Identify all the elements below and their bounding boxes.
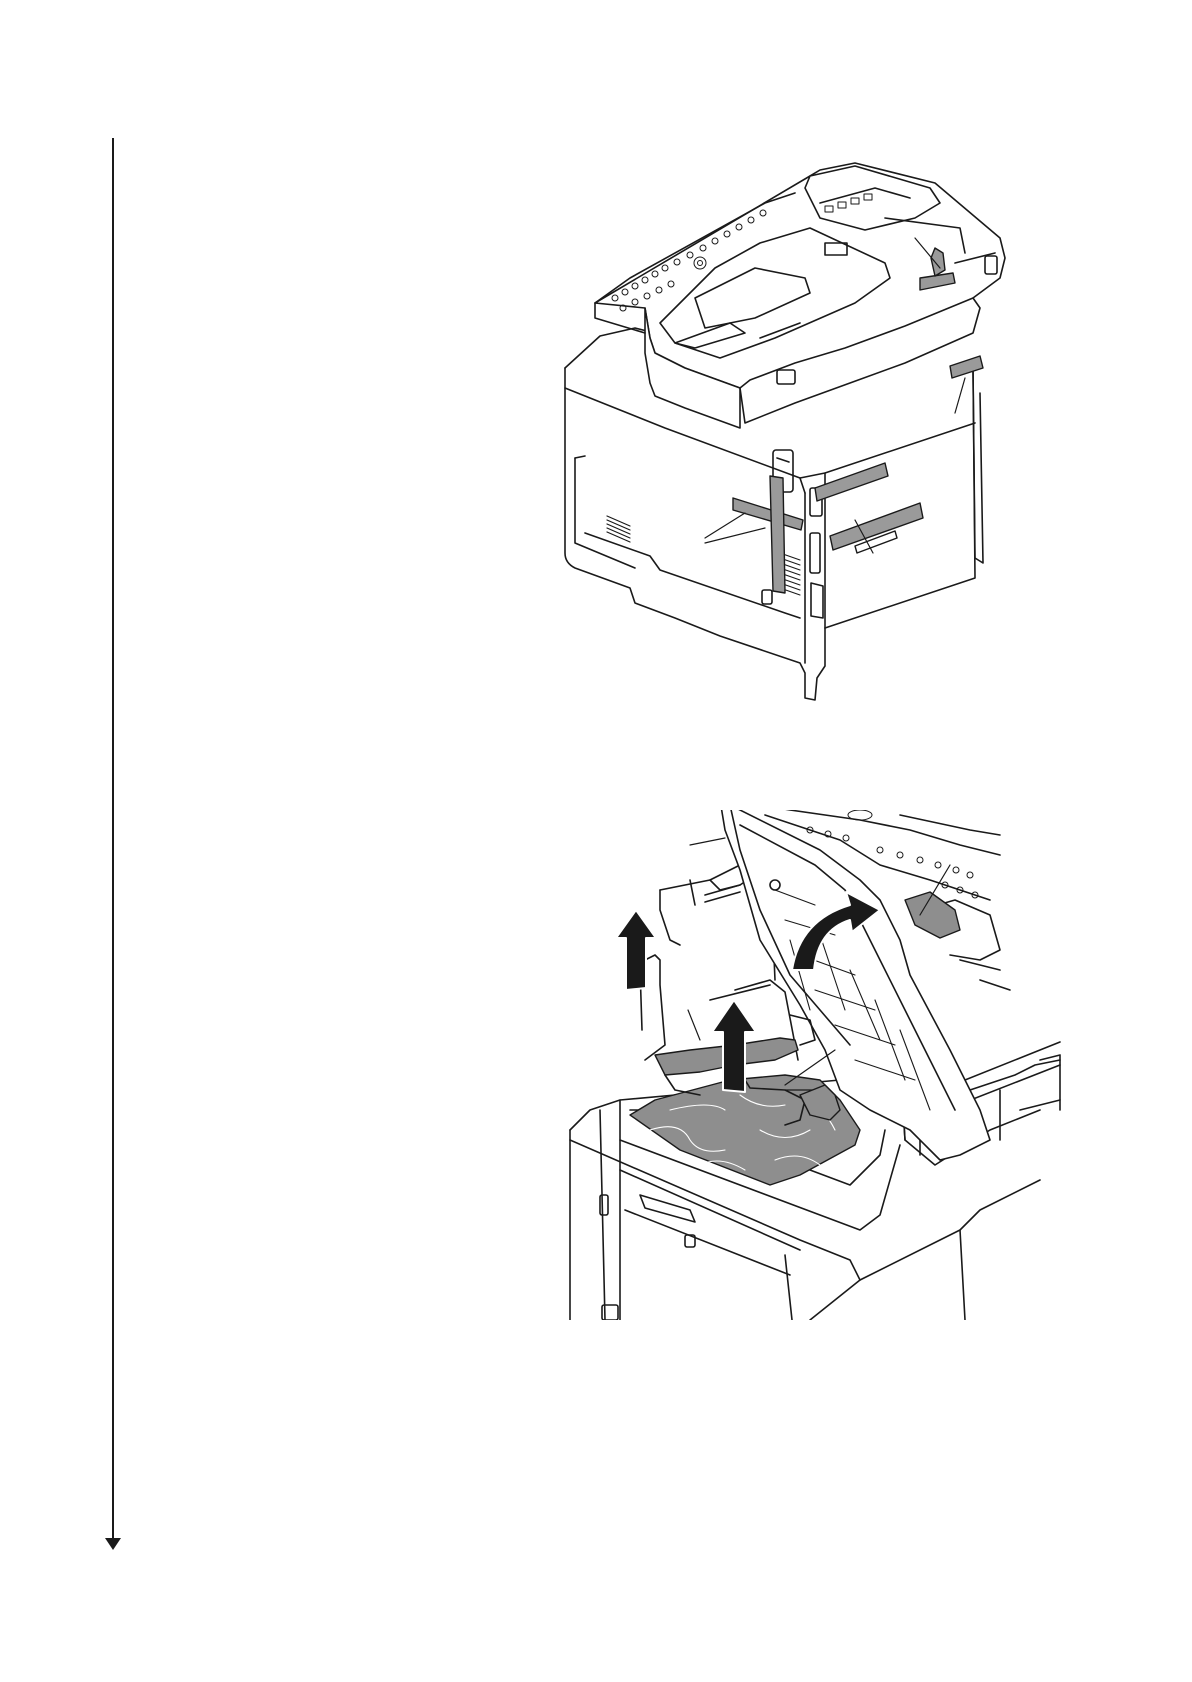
procedure-flow-line bbox=[112, 138, 114, 1540]
figure-removing-tapes-rear bbox=[555, 158, 1075, 703]
packing-material-right bbox=[905, 892, 960, 938]
arrow-up-icon bbox=[616, 910, 656, 990]
left-vent bbox=[607, 516, 630, 542]
figure-removing-packing-materials bbox=[560, 810, 1070, 1320]
document-processor bbox=[595, 163, 1005, 428]
arrow-down-icon bbox=[105, 1538, 121, 1550]
